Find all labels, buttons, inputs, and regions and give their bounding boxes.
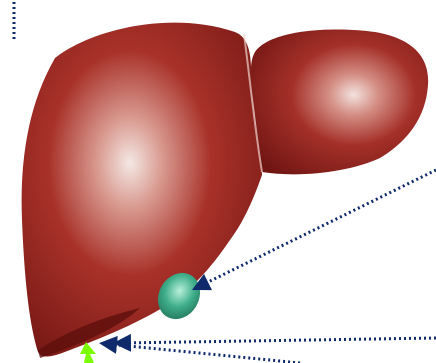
right-lobe <box>22 23 262 357</box>
left-lobe <box>251 29 428 174</box>
lower-edge-pointer <box>108 344 300 363</box>
inferior-margin-pointer <box>122 338 436 343</box>
